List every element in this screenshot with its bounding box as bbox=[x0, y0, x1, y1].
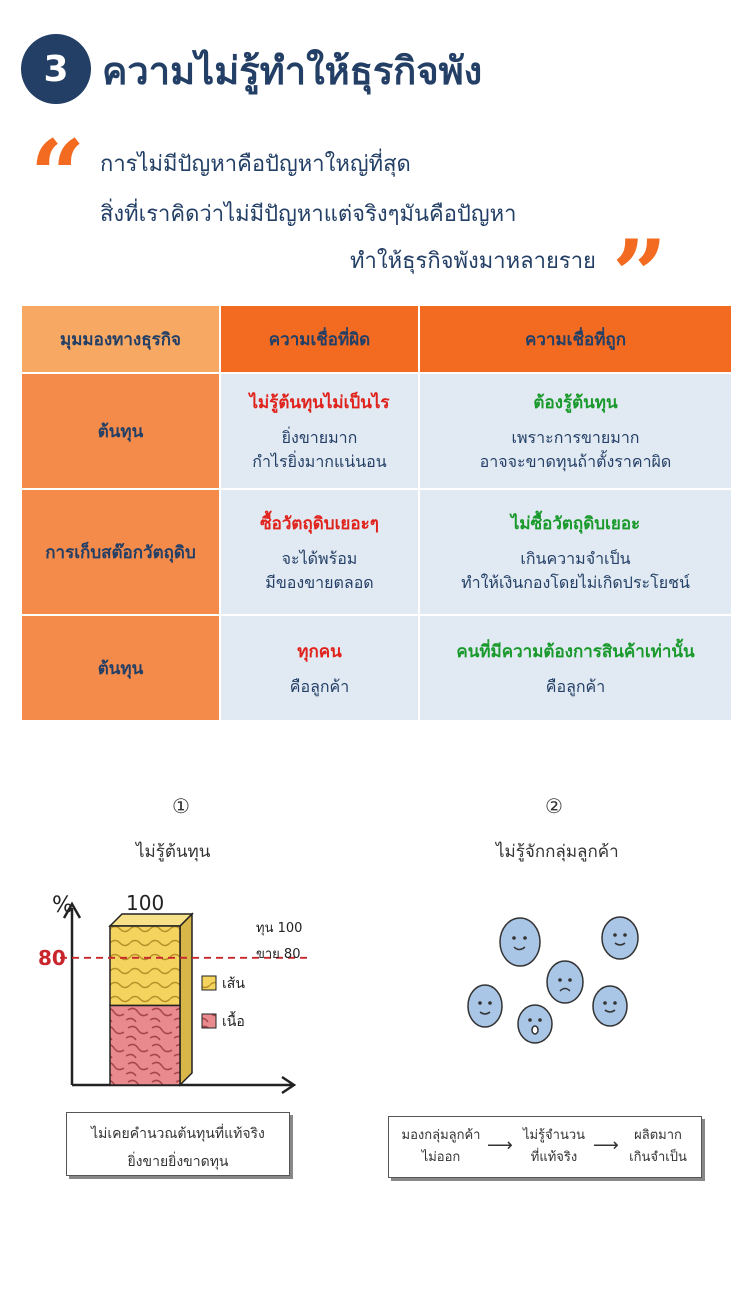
legend-meat-label: เนื้อ bbox=[222, 1011, 245, 1030]
beliefs-table: มุมมองทางธุรกิจ ความเชื่อที่ผิด ความเชื่… bbox=[20, 304, 733, 722]
table-row: ต้นทุน ทุกคน คือลูกค้า คนที่มีความต้องกา… bbox=[20, 614, 733, 722]
right-belief-line: เพราะการขายมาก bbox=[511, 427, 640, 447]
quote-line-2: สิ่งที่เราคิดว่าไม่มีปัญหาแต่จริงๆมันคือ… bbox=[100, 202, 517, 227]
row-aspect: ต้นทุน bbox=[20, 614, 221, 722]
wrong-belief-cell: ซื้อวัตถุดิบเยอะๆ จะได้พร้อม มีของขายตลอ… bbox=[219, 488, 420, 616]
right-belief-line: เกินความจำเป็น bbox=[520, 548, 631, 568]
table-header-row: มุมมองทางธุรกิจ ความเชื่อที่ผิด ความเชื่… bbox=[20, 304, 733, 374]
note-line-2: ยิ่งขายยิ่งขาดทุน bbox=[127, 1154, 229, 1170]
flow-step: ไม่รู้จำนวนที่แท้จริง bbox=[522, 1128, 586, 1165]
y-axis-arrowhead bbox=[62, 901, 82, 919]
wrong-belief-line: มีของขายตลอด bbox=[265, 572, 374, 592]
wrong-belief-line: กำไรยิ่งมากแน่นอน bbox=[252, 451, 387, 471]
illustration-1-note-box: ไม่เคยคำนวณต้นทุนที่แท้จริง ยิ่งขายยิ่งข… bbox=[66, 1112, 290, 1176]
right-belief-cell: คนที่มีความต้องการสินค้าเท่านั้น คือลูกค… bbox=[418, 614, 733, 722]
customers-illustration bbox=[467, 916, 639, 1044]
section-title: ความไม่รู้ทำให้ธุรกิจพัง bbox=[102, 49, 483, 93]
right-belief-title: ไม่ซื้อวัตถุดิบเยอะ bbox=[510, 513, 641, 534]
note-line-1: ไม่เคยคำนวณต้นทุนที่แท้จริง bbox=[91, 1126, 265, 1142]
sell-label: ขาย 80 bbox=[256, 947, 300, 962]
wrong-belief-cell: ไม่รู้ต้นทุนไม่เป็นไร ยิ่งขายมาก กำไรยิ่… bbox=[219, 372, 420, 490]
wrong-belief-title: ทุกคน bbox=[297, 641, 342, 662]
table-row: ต้นทุน ไม่รู้ต้นทุนไม่เป็นไร ยิ่งขายมาก … bbox=[20, 372, 733, 490]
right-belief-line: อาจจะขาดทุนถ้าตั้งราคาผิด bbox=[479, 451, 672, 471]
quote-line-1: การไม่มีปัญหาคือปัญหาใหญ่ที่สุด bbox=[100, 152, 411, 177]
row-aspect: การเก็บสต๊อกวัตถุดิบ bbox=[20, 488, 221, 616]
cost-label: ทุน 100 bbox=[256, 921, 302, 936]
bar-top-face bbox=[108, 913, 194, 927]
legend-noodle-label: เส้น bbox=[222, 976, 245, 992]
bar-total-label: 100 bbox=[126, 891, 164, 915]
sell-level-label: 80 bbox=[38, 946, 66, 970]
right-belief-cell: ต้องรู้ต้นทุน เพราะการขายมาก อาจจะขาดทุน… bbox=[418, 372, 733, 490]
flow-step: มองกลุ่มลูกค้าไม่ออก bbox=[401, 1128, 481, 1165]
x-axis-arrowhead bbox=[281, 1075, 297, 1095]
legend-noodle-swatch bbox=[201, 975, 217, 991]
wrong-belief-title: ไม่รู้ต้นทุนไม่เป็นไร bbox=[249, 392, 390, 413]
cost-bar-illustration: % 100 80 ทุน 100 ขาย 80 เส้น เนื้อ bbox=[38, 891, 312, 1095]
bar-side-face bbox=[179, 912, 193, 1087]
stacked-bar bbox=[108, 912, 194, 1087]
illustration-2-number: ② bbox=[545, 794, 563, 818]
flow-arrow-icon: ⟶ bbox=[593, 1135, 619, 1156]
illustration-1-caption: ไม่รู้ต้นทุน bbox=[136, 842, 211, 862]
wrong-belief-line: ยิ่งขายมาก bbox=[281, 427, 358, 447]
bar-meat-segment bbox=[109, 1004, 181, 1086]
header-wrong-belief: ความเชื่อที่ผิด bbox=[219, 304, 420, 374]
table-row: การเก็บสต๊อกวัตถุดิบ ซื้อวัตถุดิบเยอะๆ จ… bbox=[20, 488, 733, 616]
illustration-1-number: ① bbox=[172, 794, 190, 818]
header-right-belief: ความเชื่อที่ถูก bbox=[418, 304, 733, 374]
bar-noodle-segment bbox=[109, 925, 181, 1007]
right-belief-cell: ไม่ซื้อวัตถุดิบเยอะ เกินความจำเป็น ทำให้… bbox=[418, 488, 733, 616]
customer-face bbox=[467, 916, 639, 1044]
axis-unit-label: % bbox=[52, 893, 73, 918]
illustration-2-caption: ไม่รู้จักกลุ่มลูกค้า bbox=[496, 842, 619, 862]
legend-meat-swatch bbox=[201, 1013, 217, 1029]
quote-line-3: ทำให้ธุรกิจพังมาหลายราย bbox=[350, 249, 596, 274]
right-belief-title: คนที่มีความต้องการสินค้าเท่านั้น bbox=[456, 641, 695, 662]
open-quote-icon: “ bbox=[30, 119, 86, 232]
section-number-badge: 3 bbox=[21, 34, 91, 104]
wrong-belief-cell: ทุกคน คือลูกค้า bbox=[219, 614, 420, 722]
right-belief-title: ต้องรู้ต้นทุน bbox=[533, 392, 618, 413]
right-belief-line: คือลูกค้า bbox=[545, 676, 606, 696]
header-aspect: มุมมองทางธุรกิจ bbox=[20, 304, 221, 374]
row-aspect: ต้นทุน bbox=[20, 372, 221, 490]
flow-arrow-icon: ⟶ bbox=[487, 1135, 513, 1156]
wrong-belief-title: ซื้อวัตถุดิบเยอะๆ bbox=[260, 513, 379, 534]
wrong-belief-line: คือลูกค้า bbox=[289, 676, 350, 696]
illustration-2-flow-box: มองกลุ่มลูกค้าไม่ออก ⟶ ไม่รู้จำนวนที่แท้… bbox=[388, 1116, 702, 1178]
wrong-belief-line: จะได้พร้อม bbox=[281, 548, 358, 568]
right-belief-line: ทำให้เงินกองโดยไม่เกิดประโยชน์ bbox=[461, 572, 690, 592]
flow-step: ผลิตมากเกินจำเป็น bbox=[629, 1128, 687, 1165]
